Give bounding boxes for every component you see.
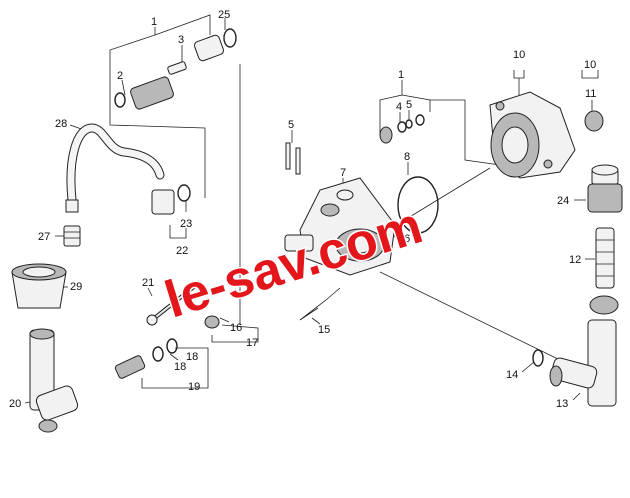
- callout-13: 13: [556, 398, 568, 410]
- callout-22: 22: [176, 245, 188, 257]
- callout-11: 11: [585, 88, 596, 100]
- callout-18-upper: 18: [186, 351, 198, 363]
- pump-head-part: [284, 177, 396, 276]
- seal-ring-part: [584, 110, 604, 132]
- callout-8: 8: [404, 151, 410, 163]
- callout-25: 25: [218, 9, 230, 21]
- garden-hose-connector-part: [587, 164, 623, 213]
- callout-29: 29: [70, 281, 82, 293]
- callout-26: 26: [398, 233, 410, 245]
- filter-cup-part: [11, 263, 67, 309]
- callout-3: 3: [178, 34, 184, 46]
- retaining-clip-part: [299, 287, 341, 321]
- inlet-pipe-part: [29, 328, 79, 433]
- hose-part: [65, 123, 165, 213]
- inlet-elbow-part: [549, 295, 619, 407]
- watermark-logo: le-sav.com: [159, 197, 429, 330]
- parts: [11, 28, 623, 433]
- large-o-ring-part: [397, 176, 439, 234]
- callout-1-top-left: 1: [151, 16, 157, 28]
- callout-20: 20: [9, 398, 21, 410]
- callout-4: 4: [396, 101, 402, 113]
- callout-16: 16: [230, 322, 242, 334]
- callout-7: 7: [340, 167, 346, 179]
- callout-5-right: 5: [406, 99, 412, 111]
- callout-12: 12: [569, 254, 581, 266]
- callout-2: 2: [117, 70, 123, 82]
- callout-15: 15: [318, 324, 330, 336]
- callout-23: 23: [180, 218, 192, 230]
- pump-housing-part: [489, 91, 576, 179]
- callout-10-right: 10: [584, 59, 596, 71]
- bolt-part: [146, 280, 202, 326]
- pin-part: [285, 142, 301, 175]
- callout-5-left: 5: [288, 119, 294, 131]
- callout-27: 27: [38, 231, 50, 243]
- valve-seat-part: [379, 114, 425, 144]
- callout-10-left: 10: [513, 49, 525, 61]
- callout-labels: 1 2 3 25 28 27 29 20 5 7 8 26 4 5 1 10 1…: [9, 9, 596, 410]
- callout-21: 21: [142, 277, 154, 289]
- callout-17: 17: [246, 337, 258, 349]
- callout-18-lower: 18: [174, 361, 186, 373]
- elbow-fitting-part: [151, 184, 191, 215]
- nozzle-part: [63, 225, 81, 247]
- outlet-fitting-part: [114, 338, 178, 379]
- callout-28: 28: [55, 118, 67, 130]
- check-valve-part: [204, 315, 220, 329]
- callout-24: 24: [557, 195, 569, 207]
- callout-19: 19: [188, 381, 200, 393]
- callout-14: 14: [506, 369, 518, 381]
- strainer-part: [595, 227, 615, 289]
- valve-cartridge-part: [114, 28, 237, 110]
- inlet-o-ring-part: [532, 349, 544, 367]
- callout-1-right: 1: [398, 69, 404, 81]
